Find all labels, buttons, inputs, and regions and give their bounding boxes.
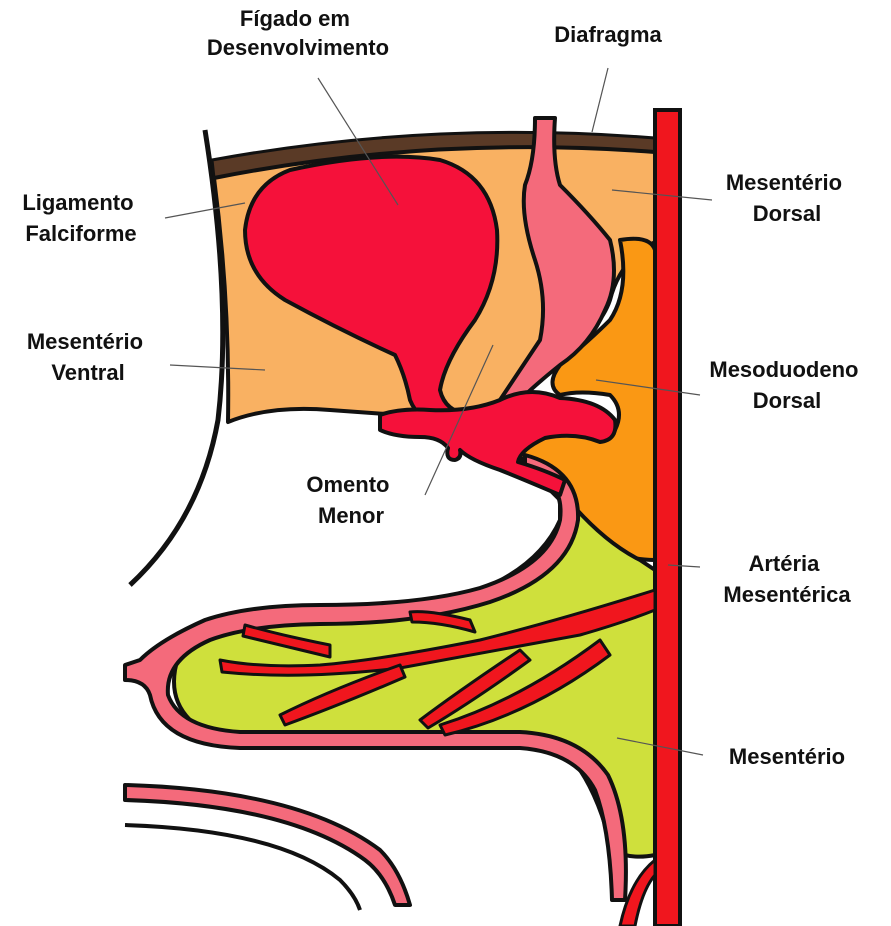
label-mesenterio-ventral: Mesentério Ventral — [27, 329, 149, 385]
label-figado-line1: Fígado em — [240, 6, 350, 31]
label-mesenterio-line1: Mesentério — [729, 744, 845, 769]
label-diafragma-line1: Diafragma — [554, 22, 662, 47]
body-wall-outline — [130, 130, 223, 585]
leader-diafragma — [592, 68, 608, 132]
label-mesoduodeno-line1: Mesoduodeno — [709, 357, 858, 382]
label-ligamento-line1: Ligamento — [22, 190, 133, 215]
label-omento-line1: Omento — [306, 472, 389, 497]
label-mesoduodeno-line2: Dorsal — [753, 388, 821, 413]
label-mesenterio: Mesentério — [729, 744, 845, 769]
label-ligamento: Ligamento Falciforme — [22, 190, 139, 246]
label-figado: Fígado em Desenvolvimento — [207, 6, 389, 60]
label-omento-line2: Menor — [318, 503, 384, 528]
label-arteria-line2: Mesentérica — [723, 582, 851, 607]
label-mesenterio-ventral-line2: Ventral — [51, 360, 124, 385]
label-omento: Omento Menor — [306, 472, 395, 528]
mesenteric-artery — [655, 110, 680, 926]
label-arteria-line1: Artéria — [748, 551, 820, 576]
label-mesenterio-dorsal-line1: Mesentério — [726, 170, 842, 195]
label-mesenterio-dorsal-line2: Dorsal — [753, 201, 821, 226]
label-ligamento-line2: Falciforme — [25, 221, 136, 246]
label-mesenterio-dorsal: Mesentério Dorsal — [726, 170, 848, 226]
label-arteria: Artéria Mesentérica — [723, 551, 851, 607]
label-mesenterio-ventral-line1: Mesentério — [27, 329, 143, 354]
label-figado-line2: Desenvolvimento — [207, 35, 389, 60]
label-diafragma: Diafragma — [554, 22, 662, 47]
label-mesoduodeno: Mesoduodeno Dorsal — [709, 357, 864, 413]
